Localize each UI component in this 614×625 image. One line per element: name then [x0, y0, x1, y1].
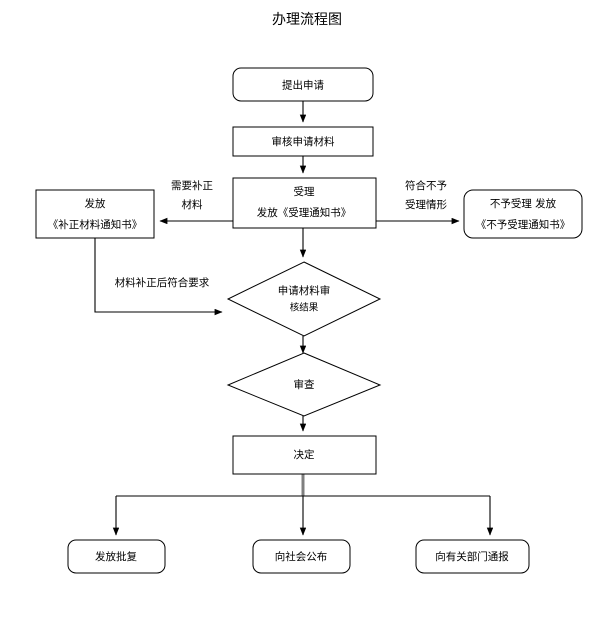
node-issue-correction-notice[interactable]: 发放 《补正材料通知书》 [35, 189, 155, 239]
node-shape-rounded-rect [252, 539, 351, 574]
node-label: 审查 [294, 378, 315, 391]
node-label-line2: 《补正材料通知书》 [48, 218, 143, 231]
edge-label-line1: 符合不予 [405, 179, 447, 192]
edge-label-line2: 受理情形 [405, 198, 447, 211]
page-title: 办理流程图 [272, 12, 342, 28]
node-label-line1: 发放 [85, 197, 106, 210]
node-label: 提出申请 [282, 79, 324, 92]
node-decision[interactable]: 决定 [232, 435, 377, 475]
edge-label-line2: 材料 [182, 198, 203, 211]
node-shape-rounded-rect [415, 539, 530, 574]
node-label: 发放批复 [95, 550, 137, 563]
node-issue-approval[interactable]: 发放批复 [67, 539, 166, 574]
node-notify-departments[interactable]: 向有关部门通报 [415, 539, 530, 574]
node-submit-application[interactable]: 提出申请 [232, 67, 374, 102]
node-shape-diamond [226, 352, 382, 417]
node-label: 向社会公布 [275, 550, 328, 563]
node-public-announcement[interactable]: 向社会公布 [252, 539, 351, 574]
node-shape-rounded-rect [67, 539, 166, 574]
node-label-line2: 核结果 [290, 302, 319, 314]
node-label-line2: 发放《受理通知书》 [257, 206, 352, 219]
node-examination[interactable]: 审查 [226, 352, 382, 417]
node-shape-rect [35, 189, 155, 239]
edge-label-need-correction: 需要补正 材料 [171, 179, 213, 211]
node-shape-diamond [226, 261, 382, 337]
node-shape-rect [232, 435, 377, 475]
node-shape-rect [232, 177, 377, 229]
edge-label-not-accepted: 符合不予 受理情形 [405, 179, 447, 211]
node-label-line2: 《不予受理通知书》 [476, 218, 571, 231]
edge-label-line1: 材料补正后符合要求 [115, 276, 210, 289]
node-label-line1: 申请材料审 [278, 284, 331, 297]
node-label-line1: 受理 [294, 186, 315, 198]
node-label: 审核申请材料 [272, 135, 335, 148]
node-material-review-result[interactable]: 申请材料审 核结果 [226, 261, 382, 337]
edge-label-after-correction: 材料补正后符合要求 [115, 276, 210, 289]
edge-correction-to-diamond1 [94, 238, 223, 316]
node-label-line1: 不予受理 发放 [490, 197, 557, 210]
node-acceptance[interactable]: 受理 发放《受理通知书》 [232, 177, 377, 229]
node-rejection-notice[interactable]: 不予受理 发放 《不予受理通知书》 [463, 189, 583, 239]
node-label: 决定 [294, 448, 315, 461]
node-shape-rect [232, 126, 374, 157]
edge-label-line1: 需要补正 [171, 179, 213, 192]
node-shape-rounded-rect [463, 189, 583, 239]
node-label: 向有关部门通报 [435, 550, 509, 563]
connector-layer [94, 101, 494, 536]
node-shape-rounded-rect [232, 67, 374, 102]
node-review-materials[interactable]: 审核申请材料 [232, 126, 374, 157]
